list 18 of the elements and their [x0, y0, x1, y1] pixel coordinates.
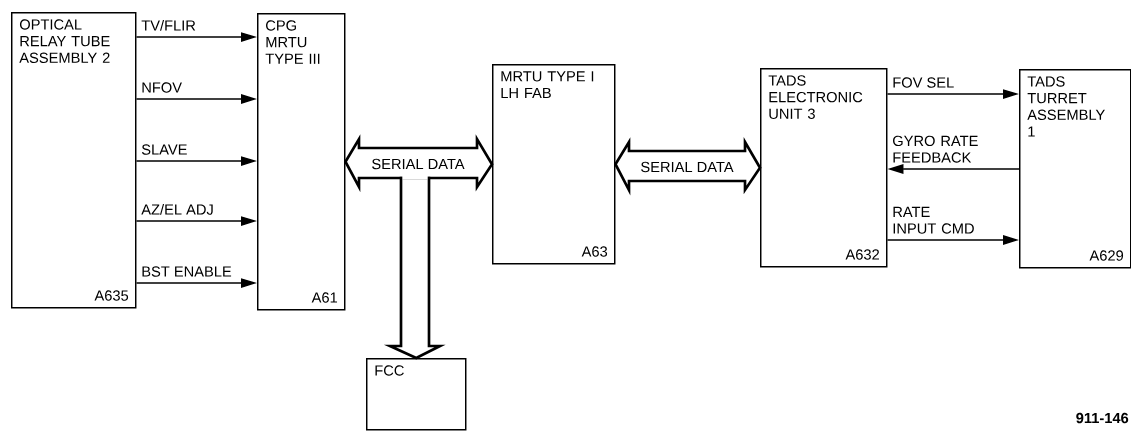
edge-label: SERIAL DATA — [370, 157, 466, 171]
edge-label: BST ENABLE — [142, 266, 232, 277]
block-box: OPTICAL RELAY TUBE ASSEMBLY 2 A635 — [11, 12, 137, 309]
bus-arrow — [383, 175, 446, 360]
edge-label: GYRO RATE FEEDBACK — [893, 135, 978, 163]
edge-label: SLAVE — [141, 144, 187, 155]
edge-label: SERIAL DATA — [639, 160, 735, 174]
edge-label: FOV SEL — [893, 77, 954, 88]
block-box: MRTU TYPE I LH FAB A63 — [492, 64, 616, 265]
block-box: TADS ELECTRONIC UNIT 3 A632 — [760, 68, 888, 268]
block-box: FCC — [366, 358, 467, 431]
edge-label: RATE INPUT CMD — [893, 206, 974, 234]
edge-label: AZ/EL ADJ — [141, 203, 213, 215]
edge-label: NFOV — [142, 82, 182, 93]
block-box: CPG MRTU TYPE III A61 — [257, 13, 346, 311]
block-box: TADS TURRET ASSEMBLY 1 A629 — [1019, 69, 1131, 269]
edge-label: TV/FLIR — [141, 19, 196, 31]
figure-number: 911-146 — [1076, 412, 1129, 424]
